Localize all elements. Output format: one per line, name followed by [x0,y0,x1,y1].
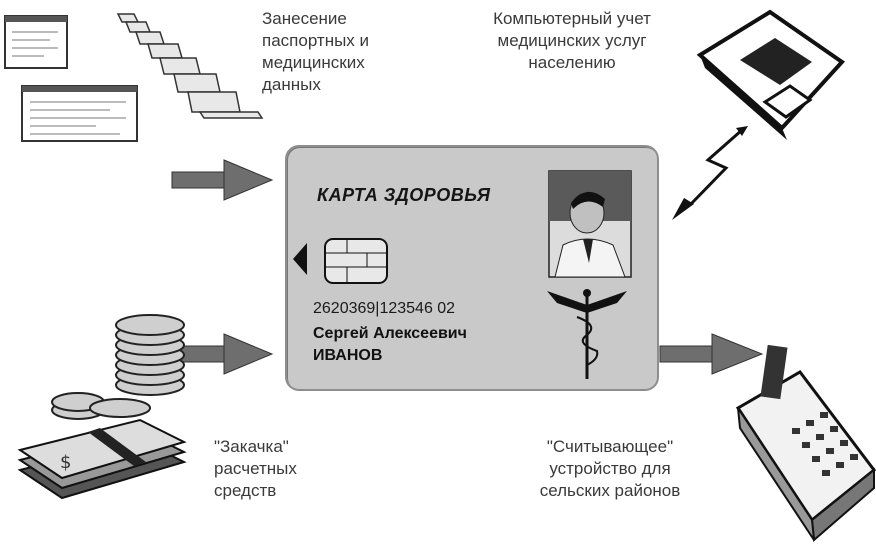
caduceus-icon [547,289,627,379]
photo-portrait [548,170,632,278]
card-number: 2620369|123546 02 [313,300,456,317]
floppy-disk-icon [696,9,846,140]
health-card: КАРТА ЗДОРОВЬЯ 2620369|123546 02 Сергей … [285,145,659,391]
label-funds-loading: "Закачка" расчетных средств [214,437,297,500]
money-bundle-icon: $ [17,418,187,500]
label-passport-entry: Занесение паспортных и медицинских данны… [262,9,370,94]
card-graphics [293,170,632,379]
data-link-arrow [688,128,743,207]
label-reader-device: "Считывающее" устройство для сельских ра… [539,437,681,500]
card-holder-first-name: Сергей Алексеевич [313,325,467,342]
card-reader-icon [735,344,876,543]
chip-icon [324,238,388,284]
card-insert-arrow-icon [293,243,307,275]
arrow-data-to-card [171,159,274,201]
card-title: КАРТА ЗДОРОВЬЯ [317,185,491,205]
svg-text:$: $ [60,452,71,473]
coins-icon [51,314,185,420]
arrow-funds-to-card [177,333,274,375]
documents-icon [4,15,138,142]
card-holder-last-name: ИВАНОВ [313,347,383,364]
data-strips-icon [116,13,264,119]
label-computer-accounting: Компьютерный учет медицинских услуг насе… [493,9,651,72]
arrow-card-to-reader [659,333,764,375]
